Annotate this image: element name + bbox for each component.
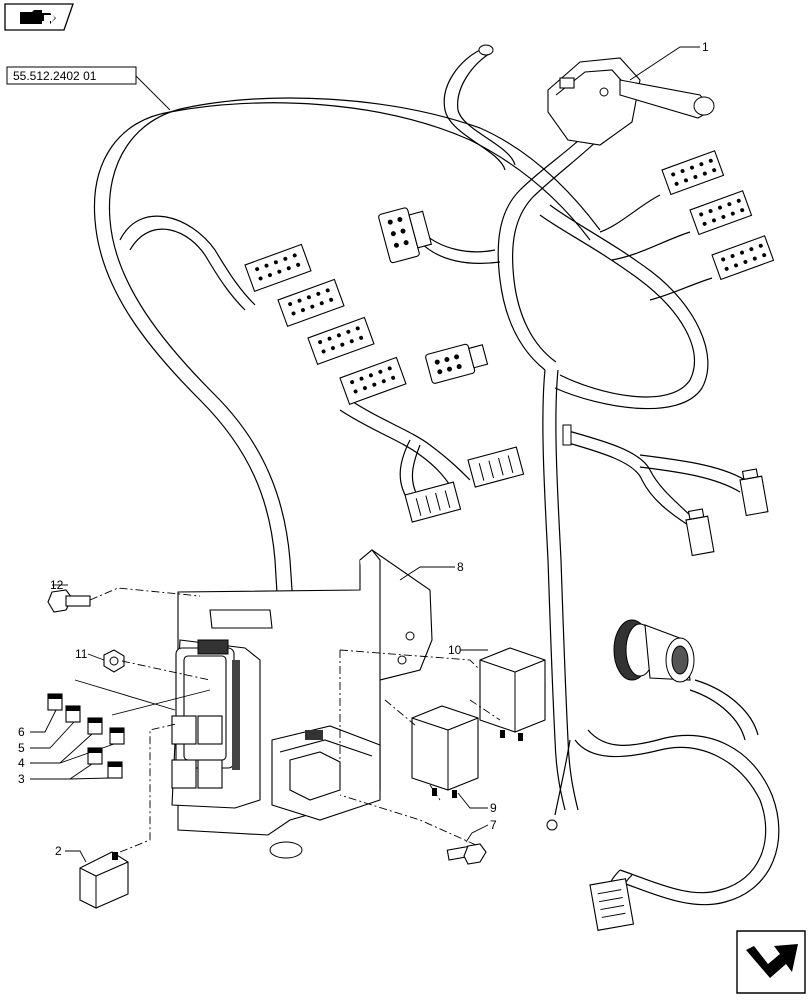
bolt-7 — [446, 843, 487, 865]
callout-7[interactable]: 7 — [490, 818, 497, 832]
callout-10[interactable]: 10 — [448, 643, 462, 657]
connector-group-right — [599, 150, 775, 301]
callout-12[interactable]: 12 — [50, 578, 64, 592]
relay-9 — [411, 705, 479, 798]
small-connector-c — [685, 508, 715, 557]
fuse-6 — [47, 693, 63, 711]
sealed-connector-upper — [378, 207, 433, 264]
next-page-arrow-icon — [736, 930, 806, 994]
inline-connector-bottom — [589, 878, 635, 931]
fuse-relay-box — [171, 639, 261, 809]
reference-leader-line — [135, 75, 171, 111]
fuse-5 — [65, 705, 81, 723]
main-harness — [93, 44, 780, 909]
folder-arrow-icon — [4, 3, 74, 31]
fuse-4b — [109, 727, 125, 745]
top-nav-icon-button[interactable] — [4, 3, 74, 31]
reference-label[interactable]: 55.512.2402 01 — [6, 66, 137, 85]
callout-2[interactable]: 2 — [55, 844, 62, 858]
callout-5[interactable]: 5 — [18, 741, 25, 755]
rotary-switch — [547, 57, 715, 146]
fuse-4a — [87, 717, 103, 735]
small-connector-b — [467, 446, 525, 488]
nut-11 — [103, 649, 125, 673]
bolt-12 — [47, 589, 91, 613]
connector-group-left — [244, 243, 407, 406]
relay-2 — [79, 851, 129, 909]
small-connector-a — [404, 481, 462, 523]
callout-9[interactable]: 9 — [490, 801, 497, 815]
assembly-lines — [89, 587, 501, 853]
callout-4[interactable]: 4 — [18, 756, 25, 770]
small-connector-d — [739, 468, 769, 517]
reference-label-text: 55.512.2402 01 — [13, 69, 97, 83]
callout-11[interactable]: 11 — [75, 647, 88, 661]
sealed-connector-middle — [425, 343, 489, 384]
next-page-button[interactable] — [736, 930, 806, 994]
leader-lines — [30, 46, 700, 863]
relay-10 — [479, 647, 546, 741]
relay-holders — [271, 725, 381, 821]
callout-6[interactable]: 6 — [18, 725, 25, 739]
callout-3[interactable]: 3 — [18, 772, 25, 786]
circular-connector — [613, 619, 695, 683]
callout-1[interactable]: 1 — [702, 40, 709, 54]
callout-8[interactable]: 8 — [457, 560, 464, 574]
fuse-3b — [107, 761, 123, 779]
